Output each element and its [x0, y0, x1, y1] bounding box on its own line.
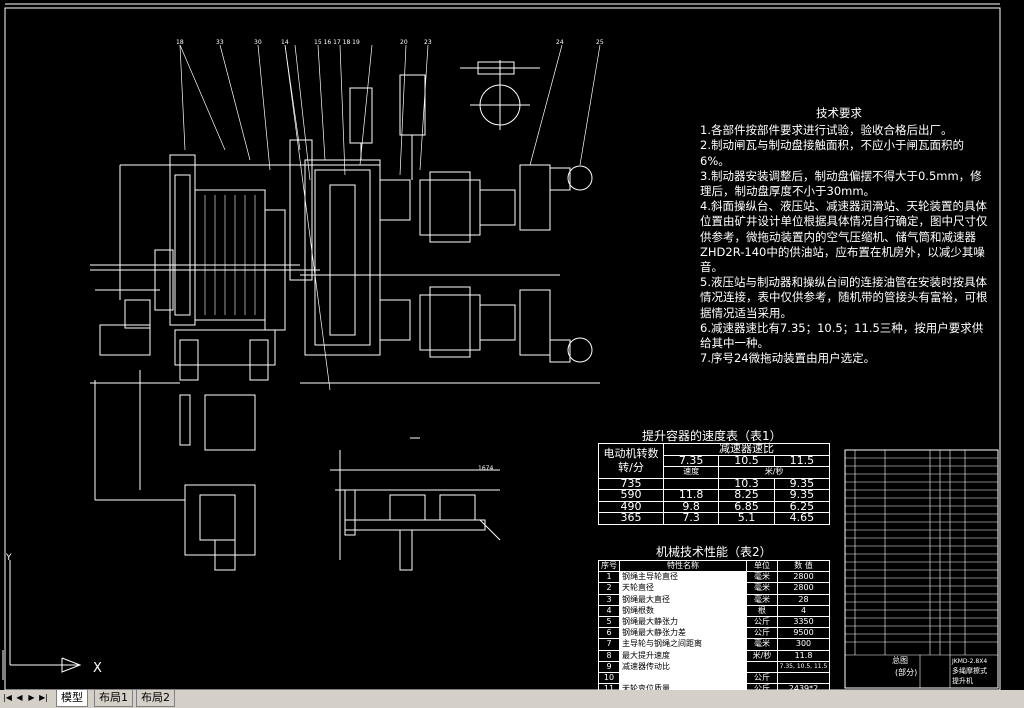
table1-header-left: 电动机转数 转/分 [598, 443, 664, 479]
parts-list-frame [844, 449, 999, 689]
table-row: 490 9.8 6.85 6.25 [598, 500, 831, 513]
table1-ratio: 10.5 [718, 454, 775, 467]
table1-title: 提升容器的速度表（表1） [642, 429, 782, 443]
note-item: 2.制动闸瓦与制动盘接触面积，不应小于闸瓦面积的6%。 [700, 138, 964, 168]
titleblock-name2: 提升机 [952, 676, 973, 685]
svg-text:15 16 17 18 19: 15 16 17 18 19 [314, 39, 360, 46]
parts-list-grid [845, 450, 998, 688]
titleblock-sub: (部分) [895, 667, 917, 677]
cad-drawing-canvas[interactable]: 18 33 30 14 15 16 17 18 19 20 23 24 25 1674 X… [0, 0, 1024, 690]
svg-text:23: 23 [424, 39, 432, 46]
next-tab-icon[interactable]: ▶ [28, 693, 35, 702]
table1-ratio: 11.5 [773, 454, 831, 467]
table-row: 365 7.3 5.1 4.65 [598, 512, 831, 525]
speed-table: 电动机转数 转/分 减速器速比 7.35 10.5 11.5 速度 米/秒 73… [598, 443, 831, 525]
note-item: 4.斜面操纵台、液压站、减速器润滑站、天轮装置的具体位置由矿井设计单位根据具体情… [700, 199, 988, 275]
note-item: 7.序号24微拖动装置由用户选定。 [700, 351, 876, 366]
layout-tab-bar: |◀ ◀ ▶ ▶| 模型 布局1 布局2 [0, 690, 1024, 708]
tab-model[interactable]: 模型 [56, 690, 88, 707]
note-item: 3.制动器安装调整后，制动盘偏摆不得大于0.5mm，修理后，制动盘厚度不小于30… [700, 168, 982, 199]
table2-title: 机械技术性能（表2） [656, 545, 772, 559]
note-item: 1.各部件按部件要求进行试验，验收合格后出厂。 [700, 123, 953, 138]
technical-requirements: 技术要求 1.各部件按部件要求进行试验，验收合格后出厂。 2.制动闸瓦与制动盘接… [700, 106, 988, 366]
table1-sub-left: 速度 [662, 466, 720, 479]
svg-text:18: 18 [176, 39, 184, 46]
svg-text:14: 14 [281, 39, 289, 46]
svg-text:25: 25 [596, 39, 604, 46]
note-item: 6.减速器速比有7.35；10.5；11.5三种，按用户要求供给其中一种。 [700, 320, 984, 351]
svg-text:1674: 1674 [478, 465, 493, 472]
tab-layout2[interactable]: 布局2 [136, 690, 175, 707]
last-tab-icon[interactable]: ▶| [39, 693, 48, 702]
notes-title: 技术要求 [816, 106, 862, 120]
svg-text:30: 30 [254, 39, 262, 46]
table-row: 735 10.3 9.35 [598, 477, 831, 490]
leader-lines [179, 44, 601, 391]
section-detail [330, 437, 501, 571]
hoist-assembly [90, 60, 600, 571]
prev-tab-icon[interactable]: ◀ [16, 693, 23, 702]
note-item: 5.液压站与制动器和操纵台间的连接油管在安装时按具体情况连接，表中仅供参考，随机… [700, 275, 988, 320]
titleblock-label: 总图 [892, 655, 908, 665]
ucs-axis-icon [2, 560, 82, 680]
axis-x-label: X [93, 661, 102, 676]
axis-y-label: Y [5, 553, 12, 563]
drawing-frame [4, 7, 1001, 690]
table1-ratio: 7.35 [662, 454, 720, 467]
first-tab-icon[interactable]: |◀ [3, 693, 12, 702]
svg-text:33: 33 [216, 39, 224, 46]
titleblock-code: JKMD-2.8X4 [951, 658, 987, 665]
svg-text:24: 24 [556, 39, 564, 46]
svg-text:20: 20 [400, 39, 408, 46]
tab-layout1[interactable]: 布局1 [94, 690, 133, 707]
titleblock-name1: 多绳摩擦式 [952, 666, 987, 675]
